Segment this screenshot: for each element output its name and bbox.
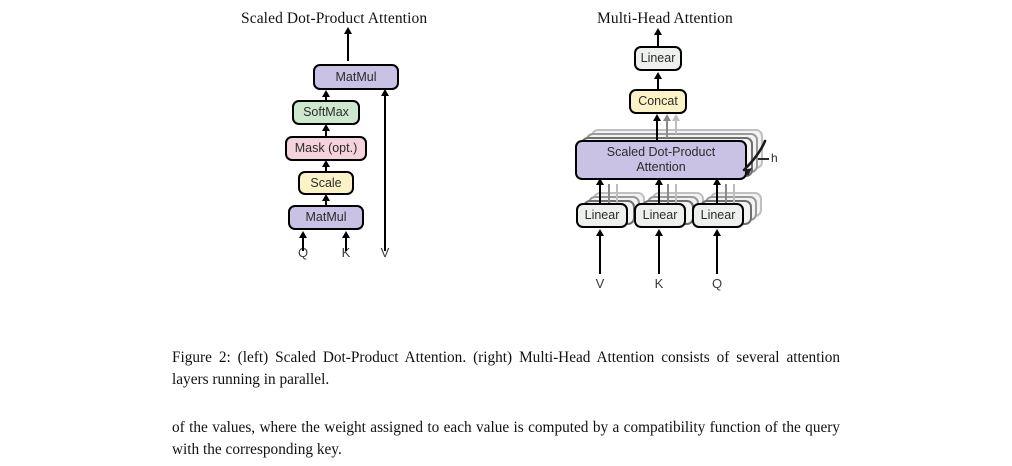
right-line-head-1-to-concat <box>656 120 659 142</box>
right-box-attention-label-line1: Scaled Dot-Product <box>606 145 716 160</box>
right-arrow-q-to-attention <box>712 178 721 185</box>
right-box-linear-k[interactable]: Linear <box>634 203 686 228</box>
right-line-q-head-3 <box>733 184 735 208</box>
right-box-linear-q[interactable]: Linear <box>692 203 744 228</box>
right-arrow-head-1-to-concat <box>652 114 661 121</box>
right-output-arrowhead <box>653 28 662 35</box>
right-input-line-q <box>716 236 719 274</box>
right-box-linear-top-label: Linear <box>640 51 676 66</box>
left-box-softmax-label: SoftMax <box>303 105 349 120</box>
left-box-matmul-top[interactable]: MatMul <box>313 64 399 90</box>
right-line-concat-to-linear <box>657 78 660 92</box>
right-input-line-k <box>658 236 661 274</box>
right-line-v-head-2 <box>608 184 610 210</box>
right-box-linear-k-label: Linear <box>642 208 678 223</box>
right-line-k-head-3 <box>675 184 677 208</box>
left-box-softmax[interactable]: SoftMax <box>292 100 360 125</box>
right-input-label-q: Q <box>711 276 723 291</box>
right-box-linear-top[interactable]: Linear <box>634 46 682 71</box>
right-box-linear-v-label: Linear <box>584 208 620 223</box>
right-input-arrow-v <box>595 229 604 236</box>
body-paragraph: of the values, where the weight assigned… <box>172 419 840 458</box>
right-line-v-head-3 <box>616 184 618 208</box>
right-box-scaled-dot-product-attention[interactable]: Scaled Dot-Product Attention <box>575 140 747 180</box>
right-box-linear-v[interactable]: Linear <box>576 203 628 228</box>
right-input-line-v <box>599 236 602 274</box>
right-box-concat-label: Concat <box>638 94 678 109</box>
right-arrow-k-to-attention <box>654 178 663 185</box>
left-input-label-v: V <box>380 245 390 260</box>
left-arrow-mask-to-softmax <box>321 124 330 131</box>
left-input-label-q: Q <box>297 245 309 260</box>
right-box-linear-q-label: Linear <box>700 208 736 223</box>
right-line-head-3-to-concat <box>675 120 677 134</box>
right-output-line <box>657 34 660 48</box>
right-box-concat[interactable]: Concat <box>629 89 687 114</box>
right-line-q-head-1 <box>716 184 719 212</box>
left-input-arrow-k <box>341 231 350 238</box>
right-box-attention-label-line2: Attention <box>636 160 686 174</box>
right-line-k-head-2 <box>667 184 669 210</box>
left-input-line-v <box>384 96 387 251</box>
left-input-label-k: K <box>341 245 351 260</box>
heads-count-label: h <box>771 151 778 165</box>
right-line-v-head-1 <box>599 184 602 212</box>
left-arrow-scale-to-mask <box>321 160 330 167</box>
left-arrow-matmul-to-scale <box>321 194 330 201</box>
left-box-matmul-bottom-label: MatMul <box>305 210 347 225</box>
right-line-head-2-to-concat <box>666 120 668 138</box>
left-input-line-q <box>302 237 305 251</box>
right-figure-title: Multi-Head Attention <box>597 10 733 27</box>
left-box-matmul-bottom[interactable]: MatMul <box>288 205 364 230</box>
right-arrow-head-2-to-concat <box>662 114 671 121</box>
right-line-k-head-1 <box>658 184 661 212</box>
left-input-arrow-v <box>380 89 389 96</box>
left-box-scale-label: Scale <box>310 175 342 190</box>
heads-curve-icon <box>742 139 767 176</box>
left-output-arrowhead <box>343 27 352 34</box>
left-box-mask-label: Mask (opt.) <box>294 141 358 156</box>
left-figure-title: Scaled Dot-Product Attention <box>241 10 428 27</box>
right-input-label-k: K <box>654 276 664 291</box>
left-arrow-softmax-to-matmul <box>321 90 330 97</box>
left-input-arrow-q <box>298 231 307 238</box>
right-arrow-concat-to-linear <box>653 72 662 79</box>
right-arrow-v-to-attention <box>595 178 604 185</box>
left-box-scale[interactable]: Scale <box>298 171 354 195</box>
right-line-q-head-2 <box>725 184 727 210</box>
heads-tick <box>758 158 769 160</box>
left-box-mask[interactable]: Mask (opt.) <box>285 136 367 161</box>
right-input-arrow-k <box>654 229 663 236</box>
left-input-line-k <box>345 237 348 251</box>
right-input-arrow-q <box>712 229 721 236</box>
figure-caption: Figure 2: (left) Scaled Dot-Product Atte… <box>172 349 840 388</box>
left-output-line <box>347 33 350 61</box>
right-arrow-head-3-to-concat <box>671 114 680 121</box>
right-input-label-v: V <box>595 276 605 291</box>
left-box-matmul-top-label: MatMul <box>335 69 377 84</box>
